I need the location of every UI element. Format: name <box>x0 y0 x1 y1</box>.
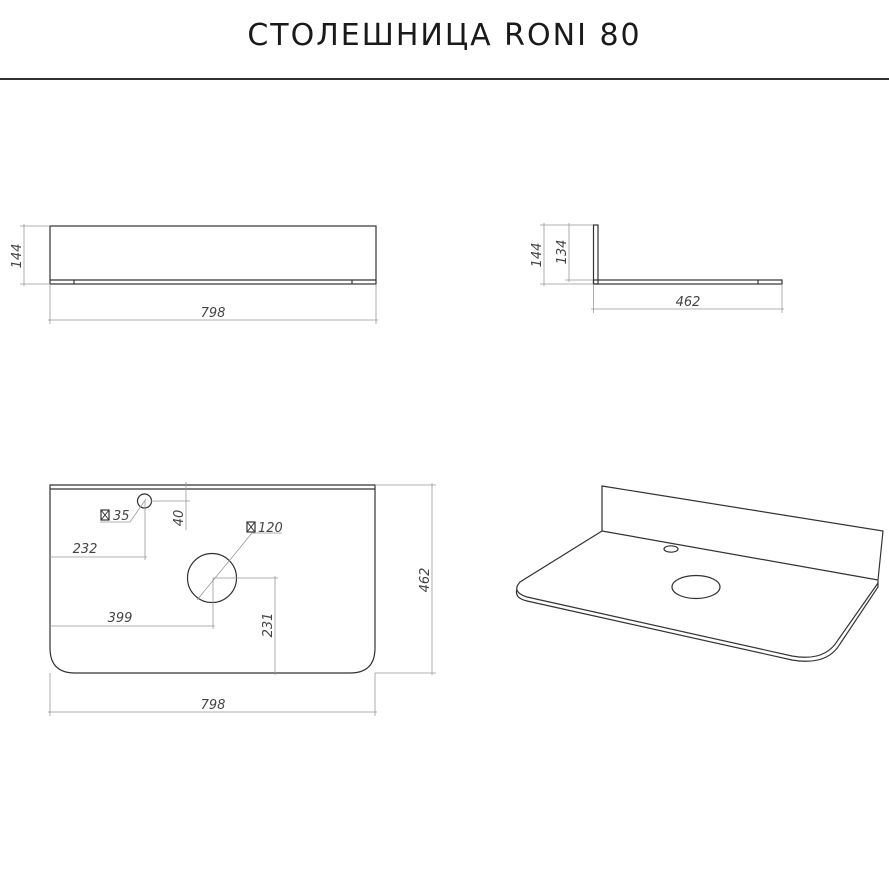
iso-backsplash <box>601 485 884 581</box>
dim-front-width: 798 <box>201 306 226 321</box>
dim-sink-diameter: 120 <box>258 521 283 536</box>
dim-side-height: 144 <box>530 243 545 268</box>
drawing-title: СТОЛЕШНИЦА RONI 80 <box>247 18 642 53</box>
iso-slab-top <box>516 530 879 658</box>
dim-side-depth: 462 <box>676 295 701 310</box>
dim-front-height: 144 <box>10 244 25 269</box>
title-divider <box>0 78 889 80</box>
top-outline <box>49 484 376 674</box>
iso-sink-hole <box>671 574 721 600</box>
diameter-icon <box>246 521 256 533</box>
front-view: 144 798 <box>10 224 378 324</box>
iso-faucet-hole <box>663 545 679 553</box>
dim-top-depth: 462 <box>418 568 433 593</box>
dim-hole-from-back: 40 <box>172 510 187 527</box>
backsplash-profile <box>592 224 599 285</box>
diameter-icon <box>100 509 110 521</box>
dim-top-width: 798 <box>201 698 226 713</box>
dim-hole-from-left: 232 <box>73 542 98 557</box>
slab-profile <box>592 279 783 285</box>
dim-side-inner-height: 134 <box>555 240 570 265</box>
top-view: 40 232 35 120 399 231 462 798 <box>48 482 436 716</box>
side-view: 144 134 462 <box>530 223 784 313</box>
front-outline <box>49 225 377 285</box>
dim-sink-from-front: 231 <box>261 613 276 638</box>
isometric-view <box>515 485 884 662</box>
dim-sink-from-left: 399 <box>108 611 133 626</box>
dim-hole-diameter: 35 <box>113 509 130 524</box>
